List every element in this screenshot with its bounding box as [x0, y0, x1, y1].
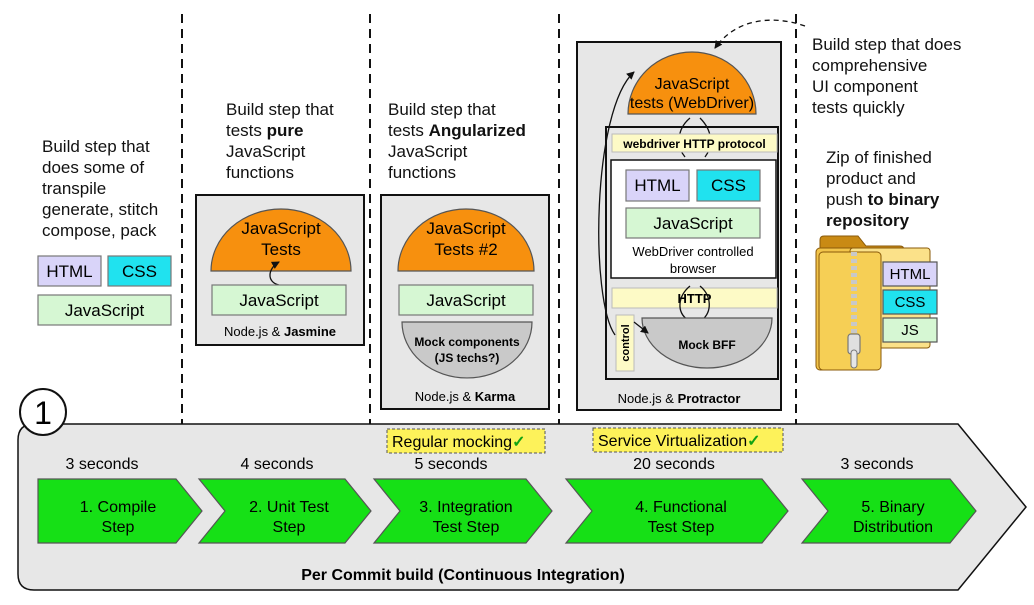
mock-components-label-2: (JS techs?) — [435, 351, 500, 365]
browser-javascript-label: JavaScript — [653, 214, 733, 233]
control-label: control — [620, 324, 632, 361]
mock-components-shape — [401, 321, 533, 379]
browser-label-2: browser — [670, 261, 717, 276]
note-curved-arrow — [714, 19, 806, 49]
unit-footer: Node.js & Jasmine — [224, 324, 336, 339]
zip-js-label: JS — [901, 322, 919, 339]
webdriver-tests-label-1: JavaScript — [655, 76, 730, 93]
unit-javascript-box — [211, 284, 347, 316]
browser-label-1: WebDriver controlled — [632, 244, 753, 259]
browser-css-label: CSS — [711, 176, 746, 195]
mock-bff-label: Mock BFF — [678, 338, 735, 352]
regular-mocking-tag — [386, 428, 546, 454]
unit-tests-dome — [210, 208, 352, 272]
step-5-chevron — [800, 478, 977, 544]
control-arrow — [598, 71, 635, 336]
zip-css-label: CSS — [895, 294, 926, 311]
integration-tests-dome — [397, 208, 535, 272]
zip-html-box — [882, 261, 938, 287]
mock-components-label-1: Mock components — [414, 335, 520, 349]
javascript-label: JavaScript — [65, 301, 145, 320]
integration-javascript-box — [398, 284, 534, 316]
mock-bff-shape — [641, 317, 773, 369]
webdriver-protocol-label: webdriver HTTP protocol — [622, 137, 765, 151]
pipeline-banner: 1 Regular mocking✓ Service Virtualizatio… — [17, 388, 1027, 591]
step-1-duration: 3 seconds — [66, 456, 139, 473]
step-4-chevron — [564, 478, 789, 544]
step-3-chevron — [372, 478, 553, 544]
pipeline-badge-number: 1 — [34, 395, 52, 431]
unit-tests-label-2: Tests — [261, 240, 301, 259]
step-2-label-1: 2. Unit Test — [249, 499, 329, 516]
step-4-label-2: Test Step — [648, 519, 715, 536]
control-box — [615, 314, 635, 372]
webdriver-tests-label-2: tests (WebDriver) — [630, 95, 754, 112]
browser-html-label: HTML — [634, 176, 680, 195]
integration-footer: Node.js & Karma — [415, 389, 516, 404]
pipeline-footer: Per Commit build (Continuous Integration… — [301, 567, 625, 584]
css-box — [107, 255, 172, 287]
step-1-label-2: Step — [102, 519, 135, 536]
step-2-label-2: Step — [273, 519, 306, 536]
http-box — [611, 287, 778, 309]
step-4-label-1: 4. Functional — [635, 499, 727, 516]
zip-js-box — [882, 317, 938, 343]
html-label: HTML — [46, 262, 92, 281]
unit-javascript-label: JavaScript — [239, 291, 319, 310]
step-1-label-1: 1. Compile — [80, 499, 157, 516]
step-5-label-1: 5. Binary — [861, 499, 924, 516]
step-5-label-2: Distribution — [853, 519, 933, 536]
step-3-label-2: Test Step — [433, 519, 500, 536]
webdriver-protocol-box — [611, 133, 778, 153]
css-label: CSS — [122, 262, 157, 281]
functional-test-column: JavaScript tests (WebDriver) webdriver H… — [576, 41, 782, 411]
step-2-duration: 4 seconds — [241, 456, 314, 473]
html-box — [37, 255, 102, 287]
regular-mocking-label: Regular mocking✓ — [392, 434, 525, 451]
step-3-duration: 5 seconds — [415, 456, 488, 473]
step-4-duration: 20 seconds — [633, 456, 715, 473]
zip-css-box — [882, 289, 938, 315]
http-label: HTTP — [678, 291, 712, 306]
step-2-chevron — [197, 478, 372, 544]
functional-footer: Node.js & Protractor — [618, 391, 741, 406]
integration-tests-label-2: Tests #2 — [434, 240, 497, 259]
step-1-chevron — [37, 478, 203, 544]
step-3-label-1: 3. Integration — [419, 499, 512, 516]
step-5-duration: 3 seconds — [841, 456, 914, 473]
unit-tests-label-1: JavaScript — [241, 219, 321, 238]
zip-html-label: HTML — [890, 266, 931, 283]
unit-loop-arrow — [269, 261, 280, 286]
integration-tests-label-1: JavaScript — [426, 219, 506, 238]
webdriver-tests-dome — [627, 51, 757, 115]
browser-javascript-box — [625, 207, 761, 239]
pipeline-badge — [19, 388, 67, 436]
javascript-box — [37, 294, 172, 326]
browser-html-box — [625, 169, 690, 202]
control-to-bff-arrow — [633, 321, 649, 334]
service-virtualization-tag — [592, 427, 784, 453]
service-virtualization-label: Service Virtualization✓ — [598, 433, 761, 450]
browser-css-box — [696, 169, 761, 202]
integration-javascript-label: JavaScript — [426, 291, 506, 310]
